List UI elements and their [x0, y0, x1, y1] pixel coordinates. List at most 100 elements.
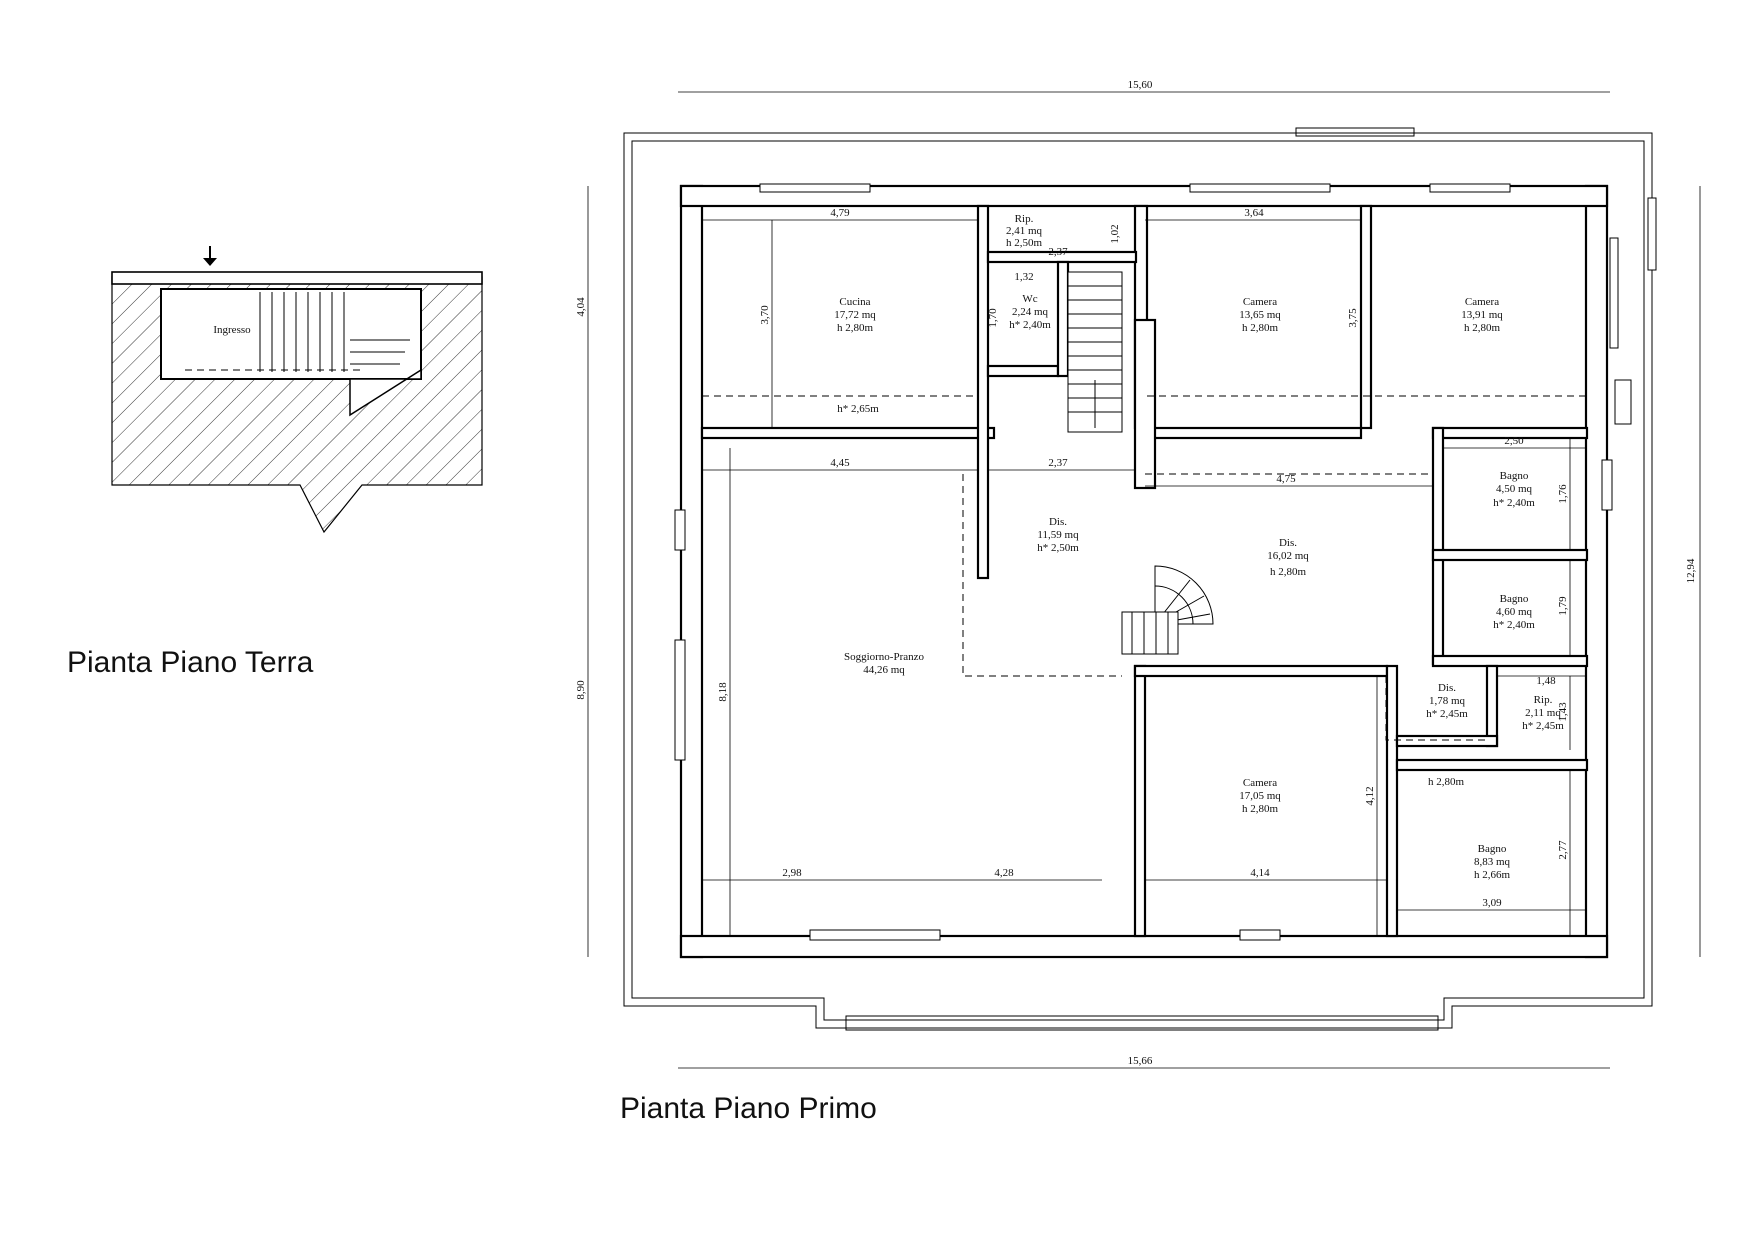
dashed-lines: [702, 395, 1586, 741]
dim-camera1-w: 3,64: [1244, 207, 1264, 219]
ground-floor-stairs: [259, 292, 410, 372]
svg-text:4,60 mq: 4,60 mq: [1496, 606, 1533, 618]
room-label-camera-2: Camera 13,91 mq h 2,80m: [1461, 296, 1503, 334]
svg-text:2,24 mq: 2,24 mq: [1012, 306, 1049, 318]
dim-camera3-h: 4,12: [1364, 786, 1376, 805]
dim-rip-w: 2,37: [1048, 246, 1068, 258]
room-label-dis-1: Dis. 11,59 mq h* 2,50m: [1037, 516, 1079, 554]
svg-text:Dis.: Dis.: [1049, 516, 1067, 528]
svg-text:Camera: Camera: [1243, 296, 1277, 308]
dim-camera1-h: 3,75: [1347, 308, 1359, 328]
room-label-camera-1: Camera 13,65 mq h 2,80m: [1239, 296, 1281, 334]
dim-rip-small-h: 1,43: [1557, 702, 1569, 722]
svg-text:h 2,80m: h 2,80m: [1270, 566, 1307, 578]
dimension-lines: [587, 91, 1701, 1069]
svg-text:h* 2,50m: h* 2,50m: [1037, 542, 1079, 554]
room-label-bagno-3: Bagno 8,83 mq h 2,66m: [1474, 843, 1511, 881]
svg-text:11,59 mq: 11,59 mq: [1037, 529, 1079, 541]
svg-text:Soggiorno-Pranzo: Soggiorno-Pranzo: [844, 651, 925, 663]
dim-sogg-h: 8,18: [717, 682, 729, 702]
dim-overall-right: 12,94: [1685, 558, 1697, 583]
svg-text:Rip.: Rip.: [1015, 213, 1034, 225]
svg-text:h* 2,40m: h* 2,40m: [1009, 319, 1051, 331]
dim-dis2-w: 4,75: [1276, 473, 1296, 485]
svg-text:44,26 mq: 44,26 mq: [863, 664, 905, 676]
svg-text:h* 2,40m: h* 2,40m: [1493, 497, 1535, 509]
terrace-railing-top: [1295, 127, 1415, 137]
room-label-dis-2: Dis. 16,02 mq h 2,80m: [1267, 537, 1309, 578]
svg-text:h 2,80m: h 2,80m: [1242, 322, 1279, 334]
dim-bagno1-w: 2,50: [1504, 435, 1524, 447]
room-label-rip-top: Rip. 2,41 mq h 2,50m: [1006, 213, 1043, 249]
svg-text:h 2,80m: h 2,80m: [1464, 322, 1501, 334]
terrace-inner-outline: [631, 140, 1645, 1021]
ground-floor-entrance-label: Ingresso: [213, 324, 251, 336]
ground-floor-stair-area: [349, 368, 422, 417]
room-label-wc: Wc 2,24 mq h* 2,40m: [1009, 293, 1051, 331]
ground-floor-plan: Ingresso: [111, 246, 483, 534]
svg-text:2,11 mq: 2,11 mq: [1525, 707, 1561, 719]
dim-rip-h: 1,02: [1109, 224, 1121, 243]
svg-text:h 2,80m: h 2,80m: [1242, 803, 1279, 815]
svg-text:h 2,66m: h 2,66m: [1474, 869, 1511, 881]
svg-text:1,78 mq: 1,78 mq: [1429, 695, 1466, 707]
windows: [674, 183, 1657, 941]
interior-stairs: [1067, 271, 1123, 433]
svg-text:13,65 mq: 13,65 mq: [1239, 309, 1281, 321]
dim-bagno1-h: 1,76: [1557, 484, 1569, 504]
dim-left-lower: 8,90: [575, 680, 587, 700]
svg-text:h 2,50m: h 2,50m: [1006, 237, 1043, 249]
svg-text:17,05 mq: 17,05 mq: [1239, 790, 1281, 802]
ground-floor-entry-arrow-icon: [203, 246, 217, 266]
room-label-bagno-1: Bagno 4,50 mq h* 2,40m: [1493, 470, 1535, 509]
first-floor-caption: Pianta Piano Primo: [620, 1092, 877, 1125]
room-label-camera-3: Camera 17,05 mq h 2,80m: [1239, 777, 1281, 815]
room-labels: Cucina 17,72 mq h 2,80m Rip. 2,41 mq h 2…: [834, 213, 1564, 881]
svg-text:2,41 mq: 2,41 mq: [1006, 225, 1043, 237]
svg-text:Camera: Camera: [1243, 777, 1277, 789]
ground-floor-entrance-room: [160, 288, 422, 380]
ground-floor-caption: Pianta Piano Terra: [67, 646, 314, 679]
interior-walls: [679, 184, 1609, 959]
dim-wc-w: 1,32: [1014, 271, 1033, 283]
dimension-labels: 15,60 15,66 12,94 4,04 8,90 4,79 3,70 2,…: [575, 79, 1697, 1067]
svg-text:Cucina: Cucina: [839, 296, 870, 308]
svg-text:Bagno: Bagno: [1478, 843, 1507, 855]
svg-text:h* 2,45m: h* 2,45m: [1426, 708, 1468, 720]
ground-floor-top-wall: [111, 271, 483, 285]
room-label-dis-3: Dis. 1,78 mq h* 2,45m: [1426, 682, 1468, 720]
dim-overall-bottom: 15,66: [1128, 1055, 1153, 1067]
spiral-stair: [1121, 565, 1214, 655]
dim-wc-h: 1,70: [987, 308, 999, 328]
dim-bagno3-w: 3,09: [1482, 897, 1502, 909]
svg-text:Dis.: Dis.: [1438, 682, 1456, 694]
dim-sogg-bottom-b: 4,28: [994, 867, 1014, 879]
dim-bagno3-h: 2,77: [1557, 840, 1569, 860]
svg-text:h* 2,40m: h* 2,40m: [1493, 619, 1535, 631]
svg-text:Wc: Wc: [1022, 293, 1037, 305]
svg-text:Camera: Camera: [1465, 296, 1499, 308]
svg-text:h 2,80m: h 2,80m: [837, 322, 874, 334]
room-label-soggiorno: Soggiorno-Pranzo 44,26 mq: [844, 651, 925, 676]
terrace-railing-bottom: [845, 1015, 1439, 1031]
dim-sogg-w: 4,45: [830, 457, 850, 469]
svg-text:h* 2,45m: h* 2,45m: [1522, 720, 1564, 732]
dim-rip-small-w: 1,48: [1536, 675, 1556, 687]
svg-text:4,50 mq: 4,50 mq: [1496, 483, 1533, 495]
room-label-rip-small: Rip. 2,11 mq h* 2,45m: [1522, 694, 1564, 732]
svg-text:Rip.: Rip.: [1534, 694, 1553, 706]
first-floor-plan: Cucina 17,72 mq h 2,80m Rip. 2,41 mq h 2…: [575, 79, 1701, 1069]
height-note-dis-3: h 2,80m: [1428, 776, 1465, 788]
svg-text:13,91 mq: 13,91 mq: [1461, 309, 1503, 321]
dim-overall-top: 15,60: [1128, 79, 1153, 91]
dim-sogg-bottom-a: 2,98: [782, 867, 802, 879]
svg-text:Bagno: Bagno: [1500, 593, 1529, 605]
svg-text:17,72 mq: 17,72 mq: [834, 309, 876, 321]
dim-cucina-h: 3,70: [759, 305, 771, 325]
svg-text:16,02 mq: 16,02 mq: [1267, 550, 1309, 562]
room-label-bagno-2: Bagno 4,60 mq h* 2,40m: [1493, 593, 1535, 631]
height-note-cucina: h* 2,65m: [837, 403, 879, 415]
dim-camera3-w: 4,14: [1250, 867, 1270, 879]
svg-text:8,83 mq: 8,83 mq: [1474, 856, 1511, 868]
